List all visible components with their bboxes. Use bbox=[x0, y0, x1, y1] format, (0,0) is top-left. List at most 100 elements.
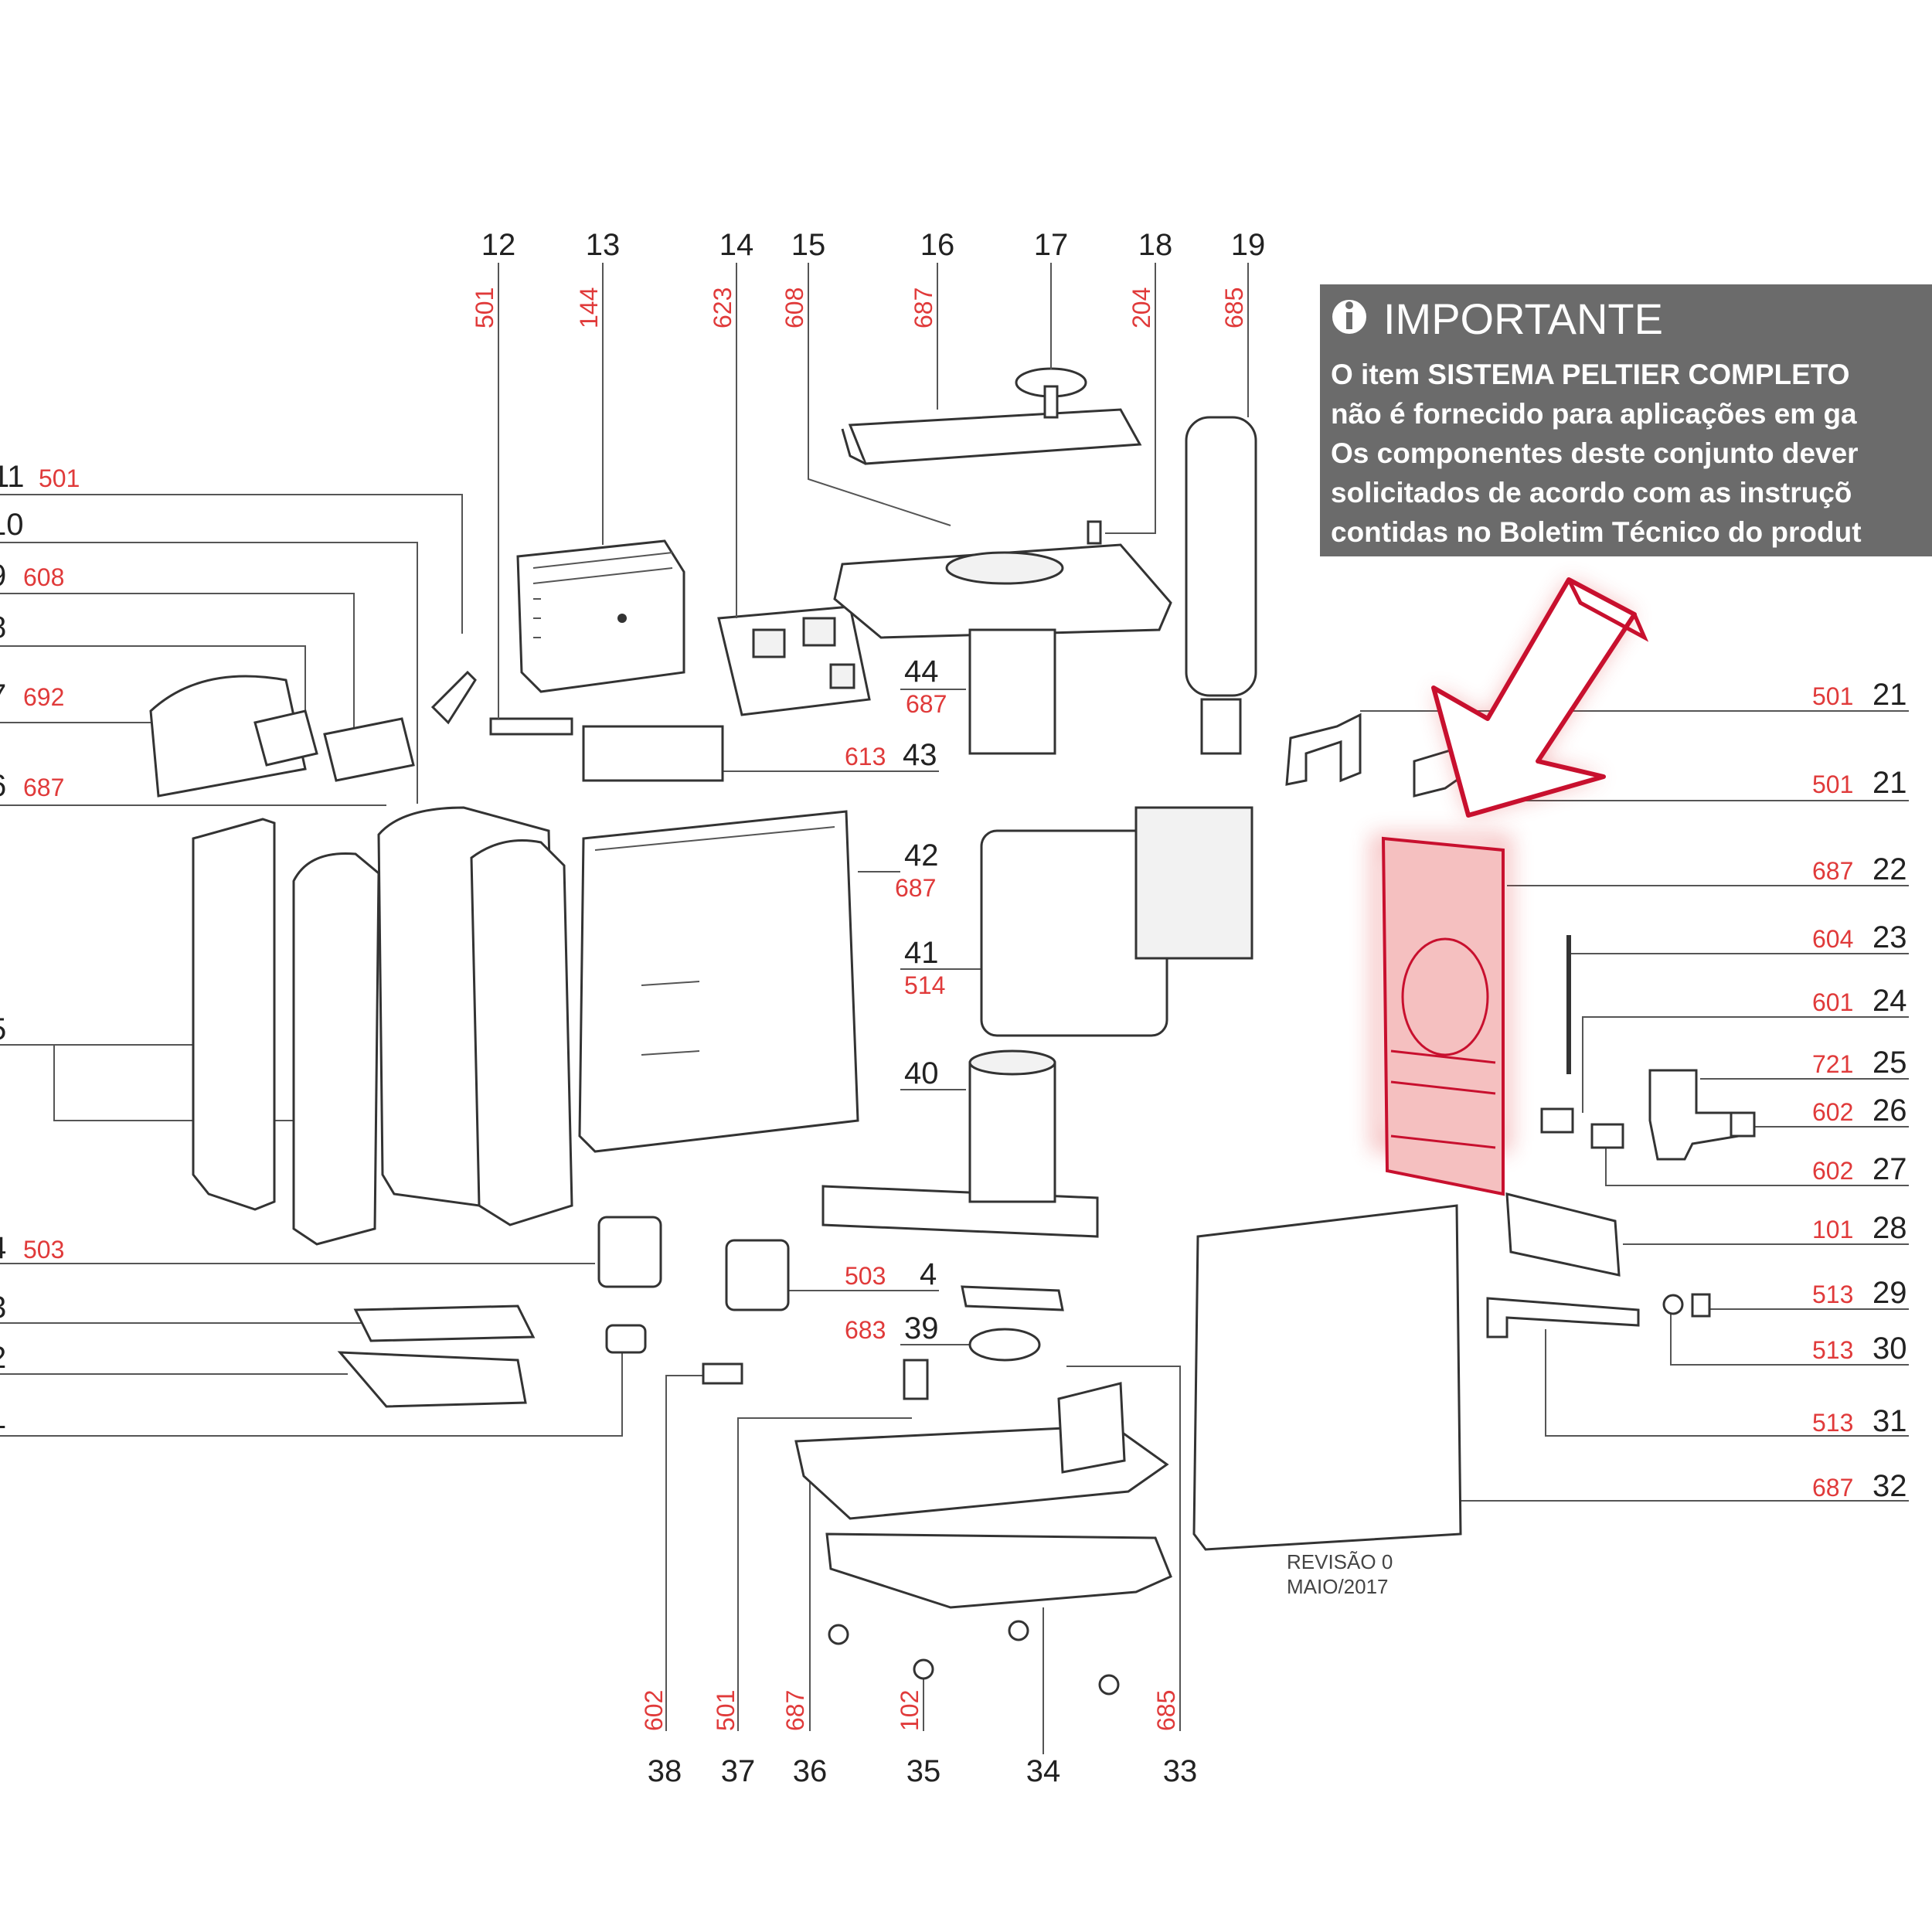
part-31-pipe bbox=[1486, 1297, 1640, 1338]
label-num-3: 3 bbox=[0, 1291, 6, 1325]
label-code-30: 513 bbox=[1812, 1336, 1853, 1364]
bottom-callouts: 602 38 501 37 687 36 102 35 34 685 33 bbox=[640, 1366, 1197, 1788]
label-num-5: 5 bbox=[0, 1012, 6, 1046]
label-code-20: 501 bbox=[1812, 682, 1853, 710]
label-code-31: 513 bbox=[1812, 1409, 1853, 1437]
label-num-35: 35 bbox=[906, 1754, 941, 1788]
part-1-connector bbox=[605, 1324, 647, 1354]
label-num-8: 8 bbox=[0, 611, 6, 645]
notice-heading: IMPORTANTE bbox=[1383, 294, 1663, 343]
foot-icon bbox=[1098, 1674, 1120, 1696]
label-code-27: 602 bbox=[1812, 1157, 1853, 1185]
label-num-11: 11 bbox=[0, 460, 25, 494]
label-num-24: 24 bbox=[1872, 984, 1907, 1018]
part-42-back-panel bbox=[578, 810, 859, 1153]
part-2-drip-tray bbox=[337, 1351, 527, 1408]
label-num-4: 4 bbox=[0, 1231, 6, 1265]
part-38-fitting bbox=[702, 1362, 743, 1385]
label-code-41: 514 bbox=[904, 971, 945, 999]
notice-line-4: solicitados de acordo com as instruçõ bbox=[1331, 477, 1852, 509]
label-code-24: 601 bbox=[1812, 988, 1853, 1016]
label-num-33: 33 bbox=[1163, 1754, 1198, 1788]
label-num-17: 17 bbox=[1034, 228, 1069, 262]
part-22-highlighted-panel bbox=[1372, 835, 1511, 1196]
part-24-fitting bbox=[1540, 1107, 1574, 1134]
label-num-27: 27 bbox=[1872, 1152, 1907, 1186]
important-notice: IMPORTANTE O item SISTEMA PELTIER COMPLE… bbox=[1320, 284, 1932, 556]
part-33-drain bbox=[968, 1328, 1041, 1362]
label-num-23: 23 bbox=[1872, 920, 1907, 954]
part-34-skirt bbox=[825, 1532, 1172, 1609]
foot-icon bbox=[913, 1658, 934, 1680]
label-num-32: 32 bbox=[1872, 1469, 1907, 1503]
part-44-reservoir bbox=[833, 543, 1172, 755]
label-num-26: 26 bbox=[1872, 1094, 1907, 1128]
foot-icon bbox=[828, 1624, 849, 1645]
label-num-4b: 4 bbox=[920, 1257, 937, 1291]
label-code-36: 687 bbox=[781, 1690, 809, 1731]
label-code-23: 604 bbox=[1812, 925, 1853, 953]
part-18-clip bbox=[1087, 520, 1102, 545]
part-3-tray-lid bbox=[353, 1304, 536, 1342]
part-32-front-panel bbox=[1192, 1204, 1462, 1551]
label-num-15: 15 bbox=[791, 228, 826, 262]
label-code-13: 144 bbox=[575, 287, 603, 328]
part-30-washer bbox=[1662, 1294, 1684, 1315]
label-num-20: 21 bbox=[1872, 678, 1907, 712]
part-27-fitting bbox=[1590, 1123, 1624, 1149]
label-code-37: 501 bbox=[712, 1690, 740, 1731]
info-icon bbox=[1332, 300, 1366, 334]
label-num-34: 34 bbox=[1026, 1754, 1061, 1788]
part-20-tap bbox=[1285, 713, 1362, 786]
part-43-module bbox=[582, 725, 724, 782]
label-num-37: 37 bbox=[721, 1754, 756, 1788]
label-num-30: 30 bbox=[1872, 1332, 1907, 1366]
part-13-control-box bbox=[516, 263, 685, 693]
label-code-15: 608 bbox=[781, 287, 808, 328]
parts-line-art bbox=[149, 263, 1756, 1696]
label-num-28: 28 bbox=[1872, 1211, 1907, 1245]
part-39-bracket bbox=[961, 1285, 1064, 1311]
part-14-pcb bbox=[717, 263, 871, 716]
label-num-25: 25 bbox=[1872, 1046, 1907, 1080]
label-num-40: 40 bbox=[904, 1056, 939, 1090]
label-num-29: 29 bbox=[1872, 1276, 1907, 1310]
label-code-28: 101 bbox=[1812, 1216, 1853, 1243]
label-num-6: 6 bbox=[0, 769, 6, 803]
label-num-13: 13 bbox=[586, 228, 621, 262]
label-code-16: 687 bbox=[910, 287, 937, 328]
part-4-valve-left bbox=[597, 1216, 662, 1288]
label-code-6: 687 bbox=[23, 774, 64, 801]
label-num-1: 1 bbox=[0, 1401, 6, 1435]
label-code-43: 613 bbox=[845, 743, 886, 770]
label-code-11: 501 bbox=[39, 464, 80, 492]
notice-line-5: contidas no Boletim Técnico do produt bbox=[1331, 516, 1862, 548]
label-code-21: 501 bbox=[1812, 770, 1853, 798]
label-num-2: 2 bbox=[0, 1341, 6, 1375]
label-num-21: 21 bbox=[1872, 766, 1907, 800]
label-code-42: 687 bbox=[895, 874, 936, 902]
label-num-39: 39 bbox=[904, 1311, 939, 1345]
part-8-valve bbox=[253, 709, 318, 767]
part-12-pipe bbox=[489, 717, 573, 736]
label-code-4b: 503 bbox=[845, 1262, 886, 1290]
label-code-33: 685 bbox=[1152, 1690, 1180, 1731]
label-code-4: 503 bbox=[23, 1236, 64, 1264]
revision-line-2: MAIO/2017 bbox=[1287, 1575, 1389, 1598]
label-num-43: 43 bbox=[903, 738, 937, 772]
label-code-22: 687 bbox=[1812, 857, 1853, 885]
label-code-32: 687 bbox=[1812, 1474, 1853, 1502]
label-num-31: 31 bbox=[1872, 1404, 1907, 1438]
label-num-44: 44 bbox=[904, 655, 939, 689]
foot-icon bbox=[1008, 1620, 1029, 1641]
left-callouts: 11 501 10 9 608 8 7 692 6 687 5 4 503 3 … bbox=[0, 460, 623, 1437]
part-19-filter bbox=[1185, 263, 1257, 755]
label-num-41: 41 bbox=[904, 936, 939, 970]
part-4-valve-center bbox=[725, 1239, 790, 1311]
label-num-14: 14 bbox=[719, 228, 754, 262]
label-code-26: 602 bbox=[1812, 1098, 1853, 1126]
part-41-peltier bbox=[980, 806, 1253, 1037]
label-code-25: 721 bbox=[1812, 1050, 1853, 1078]
part-5-side-frames bbox=[192, 806, 573, 1246]
